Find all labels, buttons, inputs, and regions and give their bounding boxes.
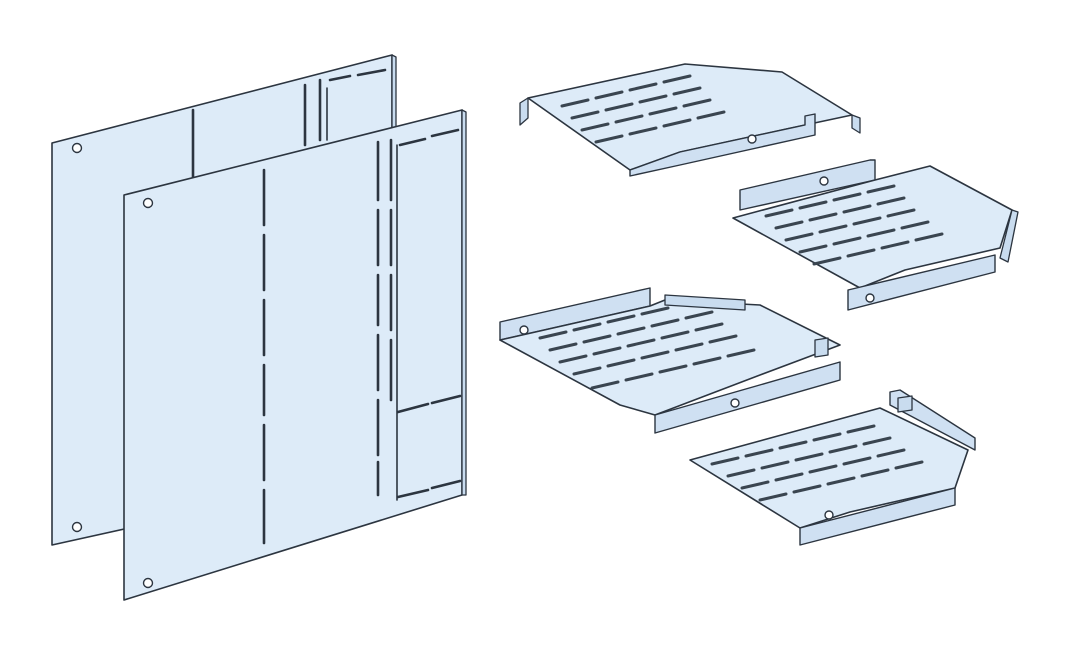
tray-bottom-clip xyxy=(897,395,913,413)
front-plate-hole-bottom xyxy=(142,577,154,589)
tray-bottom-front-wall xyxy=(799,487,956,546)
tray-third-hole-back xyxy=(519,325,529,335)
tray-third-vents xyxy=(538,306,756,390)
front-plate-edge xyxy=(461,109,467,496)
bottom-slot-1 xyxy=(396,488,430,499)
mid-slot-2 xyxy=(430,394,462,405)
top-slot-1 xyxy=(398,137,427,147)
tray-third-hole-front xyxy=(730,398,740,408)
tray-second-right-lip xyxy=(999,209,1019,263)
front-mounting-plate xyxy=(123,109,467,601)
tray-second-hole-front xyxy=(865,293,875,303)
tray-second-vents xyxy=(764,184,944,266)
tray-bottom-vents xyxy=(710,424,924,502)
tray-top xyxy=(519,63,861,177)
tray-second-hole-back xyxy=(819,176,829,186)
back-plate-slot-5 xyxy=(356,68,387,77)
bottom-slot-2 xyxy=(430,479,462,490)
tray-second-front-wall xyxy=(847,254,996,311)
back-plate-hole-top xyxy=(71,142,83,154)
tray-top-right-lip xyxy=(851,114,861,134)
top-slot-2 xyxy=(430,128,460,138)
front-plate-hole-top xyxy=(142,197,154,209)
tray-third-top-flange xyxy=(664,294,746,311)
tray-second-back-wall xyxy=(739,159,876,211)
tray-top-left-lip xyxy=(519,97,529,126)
mid-slot-1 xyxy=(396,402,430,414)
tray-second xyxy=(732,159,1019,311)
tray-top-front-wall xyxy=(629,113,816,177)
tray-top-hole xyxy=(747,134,757,144)
back-plate-hole-bottom xyxy=(71,521,83,533)
tray-top-vents xyxy=(560,74,726,144)
tray-bottom xyxy=(689,389,976,546)
tray-third-clip xyxy=(814,337,829,358)
front-plate-right-slots xyxy=(376,138,393,497)
tray-third-front-wall xyxy=(654,361,841,434)
tray-bottom-hole xyxy=(824,510,834,520)
tray-third xyxy=(499,287,841,434)
back-plate-slot-4 xyxy=(328,74,352,82)
